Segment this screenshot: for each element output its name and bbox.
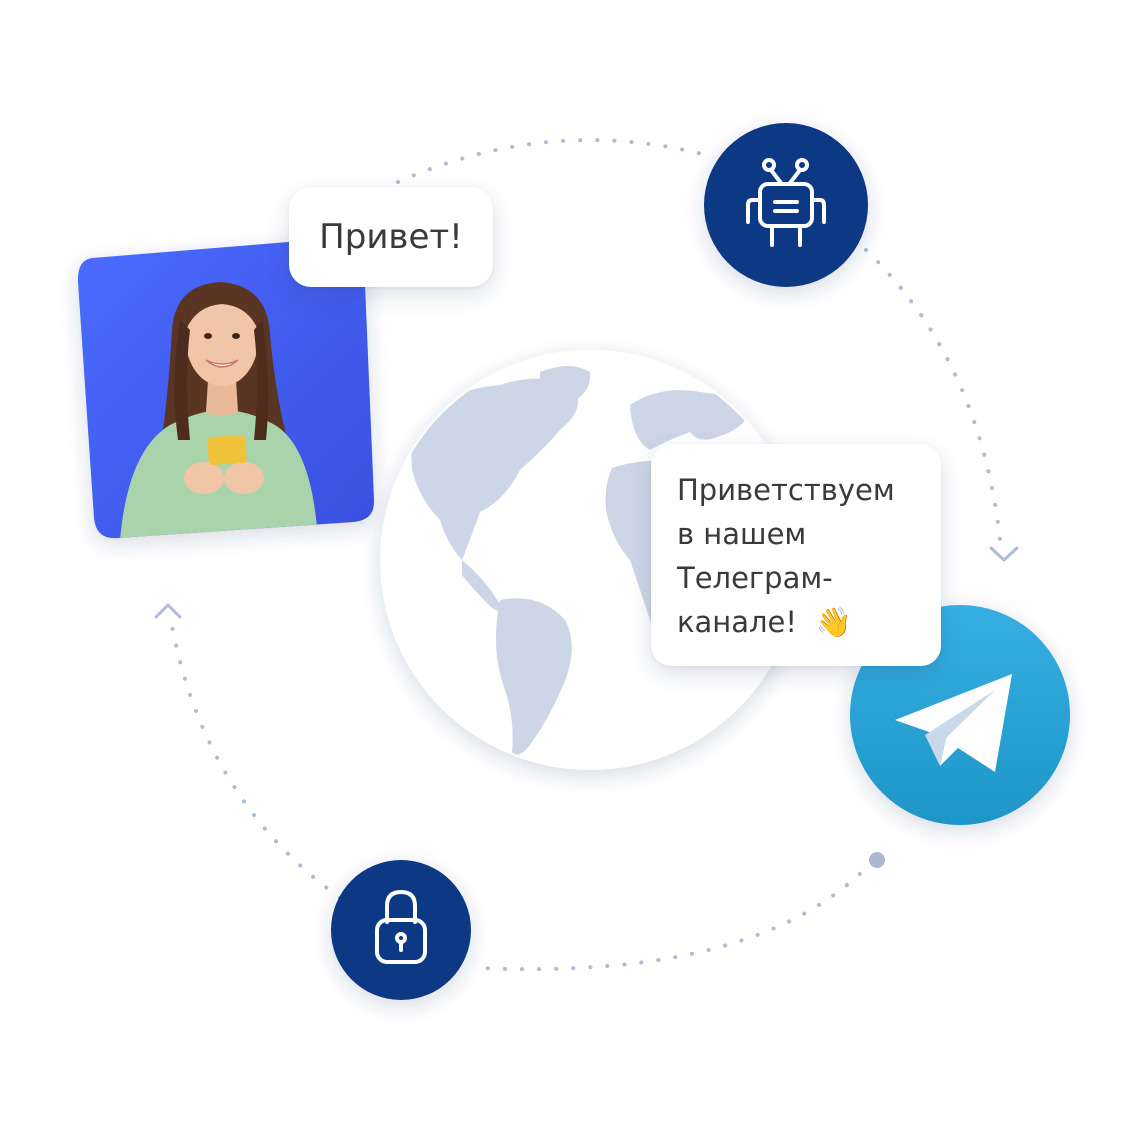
welcome-line-3: Телеграм- xyxy=(677,561,833,595)
welcome-line-4-text: каналe! xyxy=(677,605,798,639)
security-badge xyxy=(331,860,471,1000)
greeting-text: Привет! xyxy=(319,217,463,257)
waving-hand-icon: 👋 xyxy=(815,605,852,639)
chevron-down-icon xyxy=(989,546,1019,562)
robot-icon xyxy=(746,158,826,247)
chevron-up-icon xyxy=(154,603,182,619)
dotted-path xyxy=(170,138,1002,972)
woman-with-phone-photo xyxy=(77,237,375,539)
welcome-bubble: Приветствуем в нашем Телеграм- каналe! 👋 xyxy=(651,444,941,666)
greeting-bubble: Привет! xyxy=(289,187,493,287)
welcome-line-4: каналe! 👋 xyxy=(677,600,941,644)
robot-badge xyxy=(704,123,868,287)
welcome-line-1: Приветствуем xyxy=(677,473,895,507)
path-end-dot xyxy=(869,852,885,868)
telegram-plane-icon xyxy=(895,674,1012,772)
welcome-line-2: в нашем xyxy=(677,517,807,551)
padlock-icon xyxy=(375,890,427,964)
